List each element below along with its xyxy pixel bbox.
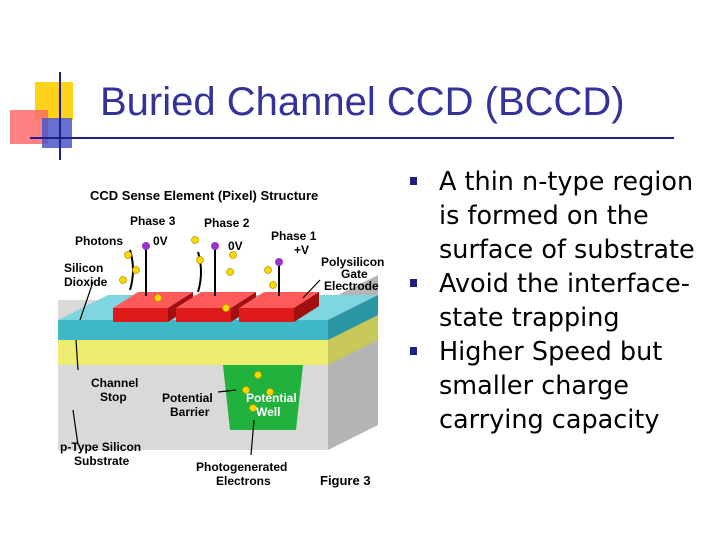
bullet-text: A thin n-type region is formed on the su… [439,167,695,265]
ccd-pixel-diagram: CCD Sense Element (Pixel) Structure Phas… [58,188,384,488]
gate-phase1 [239,292,319,322]
bullet-item: Higher Speed but smaller charge carrying… [410,335,710,437]
gate-wires [129,246,280,296]
label-substrate-line2: Substrate [74,454,130,468]
electron-dots [119,236,277,412]
photon-dot [211,242,219,250]
oxide-front [58,320,328,340]
photon-dot [275,258,283,266]
slide-title: Buried Channel CCD (BCCD) [100,80,625,124]
channel-layer-side [328,315,378,365]
label-gate-line1: Polysilicon [321,255,384,269]
label-gate-line2: Gate [341,267,368,281]
channel-layer-front [58,340,328,365]
label-v2: 0V [228,239,243,253]
bullet-marker-icon [410,177,417,185]
bullet-item: Avoid the interface-state trapping [410,267,710,335]
label-potential-barrier-line1: Potential [162,391,213,405]
figure-caption: Figure 3 [320,473,371,488]
label-silicon-dioxide-line2: Dioxide [64,275,108,289]
label-potential-barrier-line2: Barrier [170,405,210,419]
photon-dot [142,242,150,250]
figure-heading: CCD Sense Element (Pixel) Structure [90,188,318,203]
label-gate-line3: Electrode [324,279,379,293]
title-divider [40,137,674,139]
leader-lines [72,279,321,456]
bullet-text: Higher Speed but smaller charge carrying… [439,337,663,435]
label-potential-well-line2: Well [256,405,280,419]
label-phase1: Phase 1 [271,229,317,243]
oxide-side [328,295,378,340]
label-v1: +V [294,243,309,257]
label-electrons-line2: Electrons [216,474,271,488]
label-v3: 0V [153,234,168,248]
bullet-item: A thin n-type region is formed on the su… [410,165,710,267]
potential-well [223,365,303,430]
label-silicon-dioxide-line1: Silicon [64,261,103,275]
bullet-list: A thin n-type region is formed on the su… [410,165,710,437]
label-substrate-line1: p-Type Silicon [60,440,141,454]
bullet-marker-icon [410,347,417,355]
label-potential-well-line1: Potential [246,391,297,405]
decorative-logo [10,72,110,160]
bullet-text: Avoid the interface-state trapping [439,269,690,333]
label-channel-stop-line2: Stop [100,390,127,404]
label-channel-stop-line1: Channel [91,376,138,390]
label-photons: Photons [75,234,123,248]
label-electrons-line1: Photogenerated [196,460,287,474]
label-phase2: Phase 2 [204,216,250,230]
bullet-marker-icon [410,279,417,287]
label-phase3: Phase 3 [130,214,176,228]
